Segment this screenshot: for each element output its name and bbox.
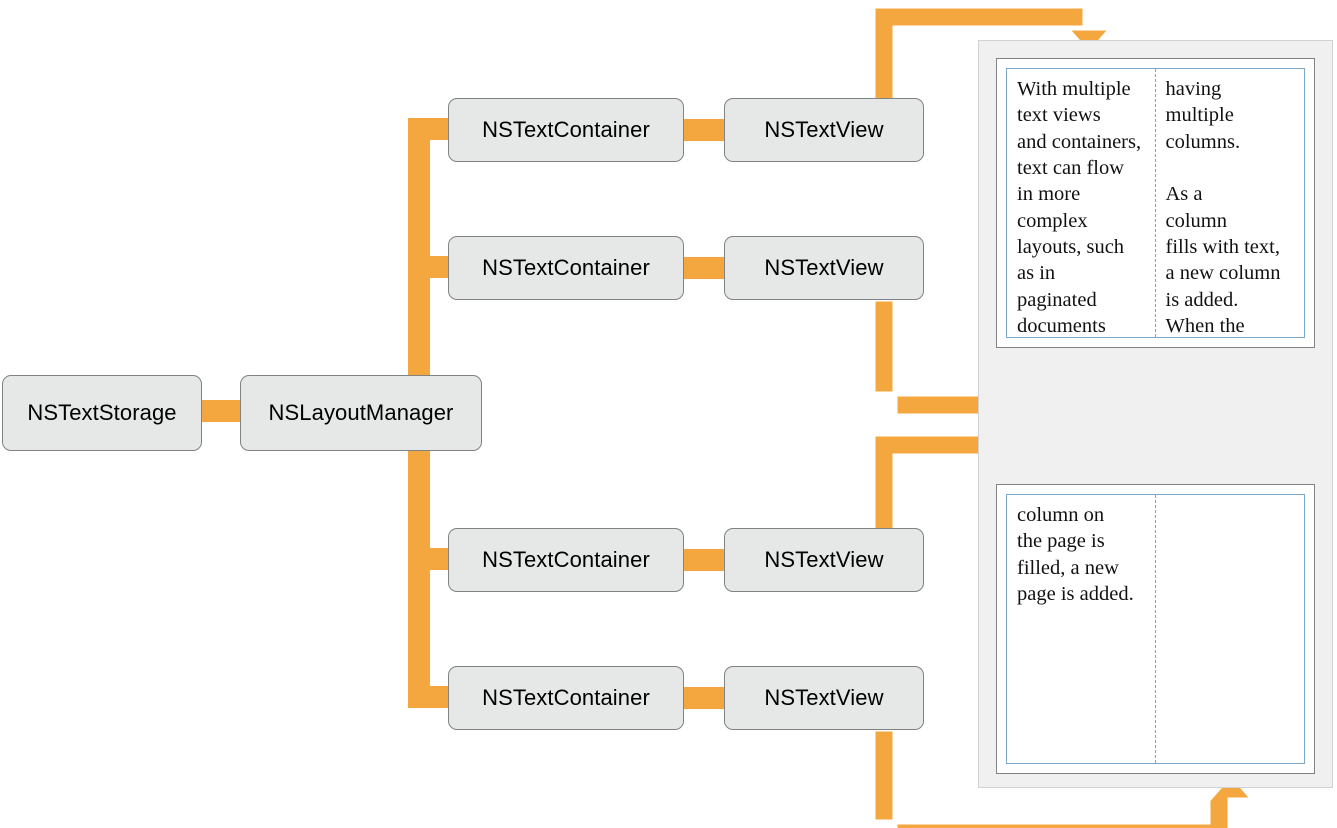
link-container-view-1 bbox=[682, 119, 730, 141]
node-nstextcontainer-2[interactable]: NSTextContainer bbox=[448, 236, 684, 300]
node-nstextview-2[interactable]: NSTextView bbox=[724, 236, 924, 300]
column-text-second: As a column fills with text, a new colum… bbox=[1165, 183, 1281, 337]
link-container-view-3 bbox=[682, 549, 730, 571]
link-storage-to-layoutmanager bbox=[200, 400, 246, 422]
node-label: NSTextView bbox=[764, 547, 884, 572]
node-label: NSTextContainer bbox=[482, 685, 650, 710]
branch-to-container-2 bbox=[408, 256, 460, 278]
column-text: column on the page is filled, a new page… bbox=[1017, 504, 1134, 605]
node-nstextview-4[interactable]: NSTextView bbox=[724, 666, 924, 730]
node-nslayoutmanager[interactable]: NSLayoutManager bbox=[240, 375, 482, 451]
trunk-lower bbox=[408, 450, 430, 702]
page-two-column-right bbox=[1156, 495, 1305, 763]
node-nstextview-1[interactable]: NSTextView bbox=[724, 98, 924, 162]
page-one-text-area: With multiple text views and containers,… bbox=[1006, 68, 1305, 338]
branch-to-container-3 bbox=[408, 548, 460, 570]
page-one-column-right: having multiple columns. As a column fil… bbox=[1156, 69, 1305, 337]
branch-to-container-4 bbox=[408, 686, 460, 708]
node-label: NSTextView bbox=[764, 255, 884, 280]
link-container-view-4 bbox=[682, 687, 730, 709]
column-text-first: having multiple columns. bbox=[1165, 78, 1241, 153]
node-nstextcontainer-1[interactable]: NSTextContainer bbox=[448, 98, 684, 162]
connector-lines bbox=[200, 118, 730, 709]
node-nstextview-3[interactable]: NSTextView bbox=[724, 528, 924, 592]
page-two-text-area: column on the page is filled, a new page… bbox=[1006, 494, 1305, 764]
branch-to-container-1 bbox=[408, 118, 460, 140]
page-one-column-left: With multiple text views and containers,… bbox=[1007, 69, 1156, 337]
trunk-upper bbox=[408, 118, 430, 378]
flow-arrow-to-page-two-bottom bbox=[870, 726, 1260, 828]
column-text: With multiple text views and containers,… bbox=[1017, 78, 1142, 337]
node-nstextstorage[interactable]: NSTextStorage bbox=[2, 375, 202, 451]
node-label: NSTextContainer bbox=[482, 117, 650, 142]
node-nstextcontainer-3[interactable]: NSTextContainer bbox=[448, 528, 684, 592]
node-label: NSLayoutManager bbox=[268, 400, 454, 425]
node-label: NSTextView bbox=[764, 685, 884, 710]
page-two-column-left: column on the page is filled, a new page… bbox=[1007, 495, 1156, 763]
node-label: NSTextContainer bbox=[482, 255, 650, 280]
link-container-view-2 bbox=[682, 257, 730, 279]
node-nstextcontainer-4[interactable]: NSTextContainer bbox=[448, 666, 684, 730]
node-label: NSTextView bbox=[764, 117, 884, 142]
node-label: NSTextContainer bbox=[482, 547, 650, 572]
node-label: NSTextStorage bbox=[27, 400, 177, 425]
